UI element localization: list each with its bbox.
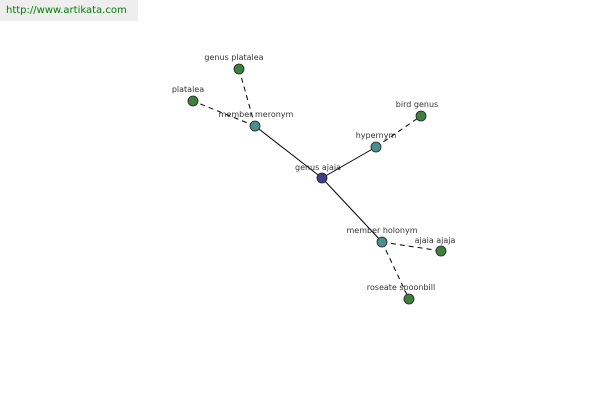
edge-holonym-roseate-spoonbill [381,241,410,300]
node-platalea-genus[interactable] [233,63,245,75]
edges-layer [192,68,442,300]
edge-meronym-platalea [192,100,256,127]
node-platalea[interactable] [187,95,199,107]
edge-holonym-ajaia-ajaja [381,241,442,252]
edge-meronym-platalea-genus [238,68,256,127]
node-label-bird-genus: bird genus [396,100,438,109]
edge-center-holonym [321,177,383,243]
node-label-meronym: member meronym [219,110,294,119]
labels-layer: genus ajaja member meronym hypernym member … [172,53,456,292]
node-label-ajaia-ajaja: ajaia ajaja [415,236,456,245]
node-label-platalea: platalea [172,85,204,94]
edge-center-meronym [254,125,323,179]
node-ajaia-ajaja[interactable] [435,245,447,257]
site-url-link[interactable]: http://www.artikata.com [6,5,127,16]
edge-center-hypernym [321,146,377,179]
node-label-roseate-spoonbill: roseate spoonbill [367,283,435,292]
node-bird-genus[interactable] [415,110,427,122]
node-meronym[interactable] [249,120,261,132]
node-hypernym[interactable] [370,141,382,153]
node-center[interactable] [316,172,328,184]
node-holonym[interactable] [376,236,388,248]
nodes-layer [187,63,447,305]
edge-hypernym-bird-genus [375,115,422,148]
node-label-hypernym: hypernym [356,131,397,140]
node-label-platalea-genus: genus platalea [204,53,263,62]
node-label-holonym: member holonym [346,226,417,235]
node-label-center: genus ajaja [295,163,341,172]
node-roseate-spoonbill[interactable] [403,293,415,305]
site-url-bar: http://www.artikata.com [0,0,138,21]
